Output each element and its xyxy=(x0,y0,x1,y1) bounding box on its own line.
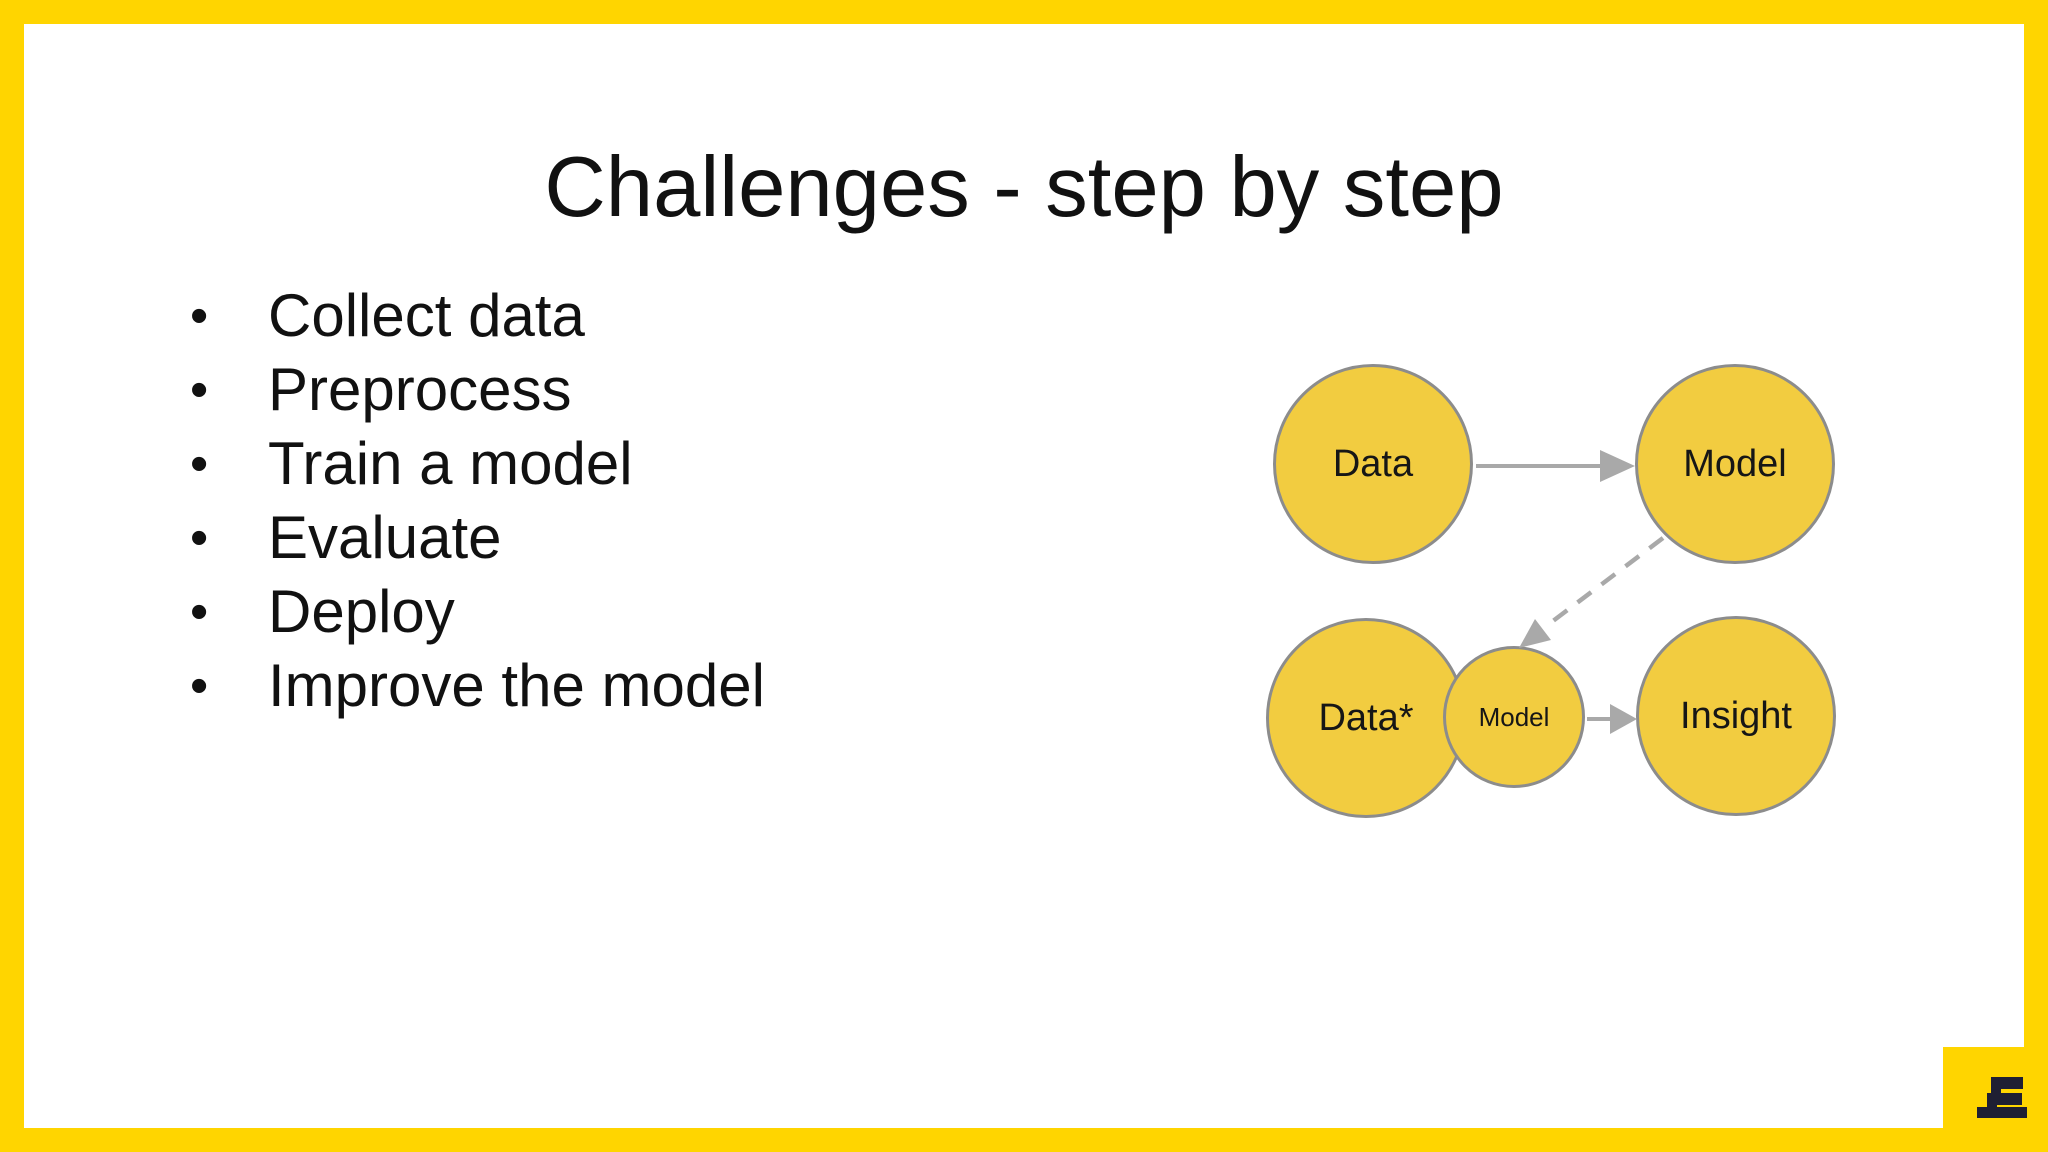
brand-logo xyxy=(1943,1047,2048,1152)
node-label: Insight xyxy=(1680,694,1792,737)
bullet-item: Collect data xyxy=(190,279,765,353)
node-data: Data xyxy=(1273,364,1473,564)
bullet-item: Evaluate xyxy=(190,501,765,575)
node-insight: Insight xyxy=(1636,616,1836,816)
node-label: Data xyxy=(1332,442,1414,485)
node-model: Model xyxy=(1635,364,1835,564)
logo-e-icon xyxy=(1977,1077,2027,1118)
bullet-item: Deploy xyxy=(190,575,765,649)
node-label: Model xyxy=(1683,442,1787,485)
node-data-star: Data* xyxy=(1266,618,1466,818)
bullet-item: Improve the model xyxy=(190,649,765,723)
page-title: Challenges - step by step xyxy=(544,140,1504,235)
bullet-list: Collect data Preprocess Train a model Ev… xyxy=(190,279,765,723)
bullet-item: Preprocess xyxy=(190,353,765,427)
node-label: Data* xyxy=(1318,696,1414,739)
bullet-item: Train a model xyxy=(190,427,765,501)
node-model-small: Model xyxy=(1443,646,1585,788)
node-label: Model xyxy=(1478,701,1550,732)
